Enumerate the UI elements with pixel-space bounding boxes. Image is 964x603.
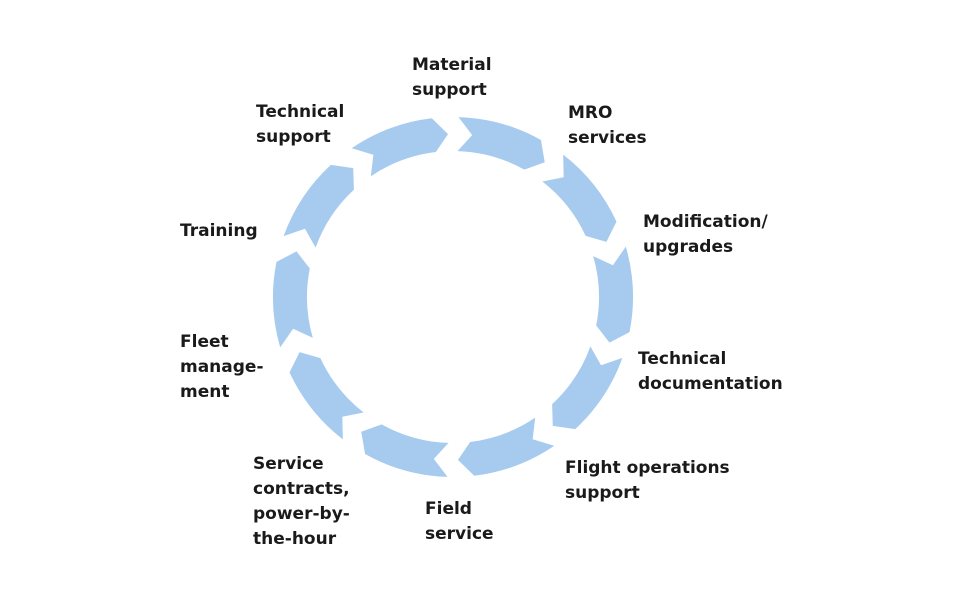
label-mro-services: MRO services [568,101,647,151]
cycle-arrow-segment [351,118,449,177]
label-line: Training [180,221,258,241]
label-line: service [425,524,494,544]
label-line: contracts, [253,479,350,499]
label-material-support: Material support [412,53,492,103]
cycle-arrow-segment [289,352,364,440]
label-line: upgrades [643,237,734,257]
cycle-arrow-segment [552,346,623,430]
label-line: Service [253,454,324,474]
cycle-arrow-segment [542,154,617,242]
label-training: Training [180,219,258,244]
label-line: documentation [638,374,783,394]
label-line: ment [180,382,230,402]
cycle-arrow-segment [457,117,545,170]
label-modification-upgrades: Modification/ upgrades [643,210,768,260]
label-line: manage- [180,357,264,377]
cycle-arrow-segment [283,164,354,248]
label-flight-operations-support: Flight operations support [565,456,730,506]
label-line: Modification/ [643,212,768,232]
label-line: Material [412,55,492,75]
label-line: Field [425,499,472,519]
label-line: services [568,128,647,148]
label-line: Technical [638,349,727,369]
label-line: support [256,127,331,147]
cycle-arrow-segment [593,246,634,343]
label-line: Flight operations [565,458,730,478]
label-technical-support: Technical support [256,100,344,150]
label-line: support [565,483,640,503]
label-technical-documentation: Technical documentation [638,347,783,397]
label-fleet-management: Fleet manage- ment [180,330,264,405]
cycle-arrow-segment [361,424,449,477]
label-line: power-by- [253,504,350,524]
cycle-arrow-segment [457,417,555,476]
label-line: support [412,80,487,100]
label-service-contracts: Service contracts, power-by- the-hour [253,452,350,552]
label-line: the-hour [253,529,337,549]
label-field-service: Field service [425,497,494,547]
label-line: MRO [568,103,613,123]
label-line: Technical [256,102,345,122]
cycle-arrow-segment [272,251,313,348]
label-line: Fleet [180,332,229,352]
